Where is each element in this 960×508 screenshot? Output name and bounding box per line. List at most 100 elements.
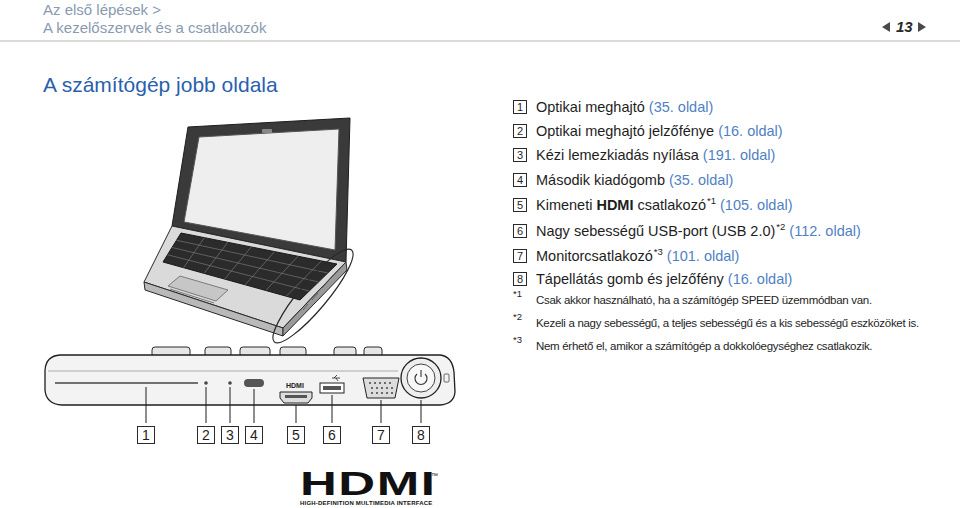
laptop-drawing-part-part: [286, 261, 321, 296]
side-view-part-part: [336, 378, 338, 381]
side-view-part: [244, 379, 264, 387]
side-view-part: [204, 381, 208, 385]
side-view-part-part: [391, 392, 393, 394]
callout-box: 2: [513, 124, 527, 138]
callout-number: 4: [517, 175, 523, 186]
footnote-text: Nem érhető el, amikor a számítógép a dok…: [536, 338, 872, 354]
callout-number: 6: [517, 226, 523, 237]
side-view-part: [332, 375, 340, 381]
laptop-drawing-part: [262, 129, 272, 133]
side-view-part: [363, 378, 399, 398]
callout-box: 3: [513, 148, 527, 162]
laptop-drawing-part-part: [322, 279, 330, 288]
leader-line-part: [296, 405, 297, 423]
page-title: A számítógép jobb oldala: [43, 72, 278, 98]
side-view-part-part: [391, 387, 393, 389]
page-arrow-part: [918, 22, 926, 32]
callout-box: 3: [221, 426, 239, 444]
laptop-drawing-part-part: [184, 238, 205, 268]
callout-number: 8: [417, 428, 425, 442]
page-reference: (16. oldal): [718, 123, 782, 139]
item-text: Optikai meghajtó: [536, 99, 645, 115]
list-line: Nagy sebességű USB-port (USB 2.0)*2(112.…: [536, 222, 861, 240]
callout-number: 4: [250, 428, 258, 442]
page-reference: (112. oldal): [789, 223, 860, 239]
leader-line-part: [421, 400, 422, 423]
leader-line-part: [381, 400, 382, 423]
breadcrumb: Az első lépések >: [43, 1, 161, 19]
side-view-part: [407, 364, 435, 392]
callout-box: 5: [513, 198, 527, 212]
side-view-part: [55, 382, 198, 383]
footnote-mark: *3: [513, 334, 522, 346]
item-text: Monitorcsatlakozó: [536, 248, 653, 264]
side-view-part-part: [381, 387, 383, 389]
page-reference: (16. oldal): [728, 271, 792, 287]
side-view-part-part: [386, 387, 388, 389]
footnote-text: Kezeli a nagy sebességű, a teljes sebess…: [536, 315, 919, 331]
page-reference: (35. oldal): [649, 99, 713, 115]
side-view-part: [444, 374, 449, 382]
laptop-drawing-part-part: [225, 247, 252, 279]
page-arrow-part: [882, 22, 890, 32]
breadcrumb: A kezelőszervek és a csatlakozók: [43, 19, 266, 37]
side-view-part: [45, 355, 455, 405]
callout-number: 5: [517, 200, 523, 211]
page-reference: (101. oldal): [667, 248, 740, 264]
side-view-part: [280, 392, 312, 403]
leader-line: [146, 387, 421, 423]
callout-box: 6: [323, 426, 341, 444]
side-view-part: [228, 381, 232, 385]
footnote-mark: *3: [654, 246, 663, 257]
callout-box: 1: [137, 426, 155, 444]
leader-line-part: [146, 387, 147, 423]
item-text: Nagy sebességű USB-port (USB 2.0): [536, 223, 775, 239]
item-text: Optikai meghajtó jelzőfénye: [536, 123, 714, 139]
side-view-part: [420, 370, 421, 377]
callout-box: 8: [513, 272, 527, 286]
callout-number: 7: [517, 251, 523, 262]
callout-number: 3: [226, 428, 234, 442]
list-line: KimenetiHDMIcsatlakozó*1(105. oldal): [536, 196, 793, 214]
list-line: Kézi lemezkiadás nyílása(191. oldal): [536, 146, 775, 164]
side-view-part-part: [371, 387, 373, 389]
callout-number: 1: [142, 428, 150, 442]
leader-line-part: [332, 395, 333, 423]
side-view-part-part: [381, 392, 383, 394]
side-view-part-part: [376, 392, 378, 394]
side-view-part: [401, 358, 441, 398]
laptop-drawing-part: [184, 129, 339, 250]
callout-number: 5: [292, 428, 300, 442]
laptop-drawing-part-part: [312, 293, 318, 300]
leader-line-part: [206, 387, 207, 423]
side-view-part: [369, 382, 393, 394]
page-reference: (105. oldal): [720, 197, 793, 213]
item-text: Kézi lemezkiadás nyílása: [536, 147, 699, 163]
side-view-part-part: [386, 392, 388, 394]
side-view-part: [320, 383, 344, 393]
callout-number: 2: [517, 126, 523, 137]
side-view-part: [323, 386, 341, 390]
laptop-drawing-part: [303, 279, 330, 310]
callout-number: 8: [517, 274, 523, 285]
page-reference: (191. oldal): [703, 147, 776, 163]
side-view-part-part: [371, 392, 373, 394]
leader-line-part: [230, 387, 231, 423]
item-text: csatlakozó: [637, 197, 706, 213]
list-line: Optikai meghajtó jelzőfénye(16. oldal): [536, 122, 783, 140]
page-reference: (35. oldal): [669, 172, 733, 188]
callout-number: 7: [377, 428, 385, 442]
hdmi-logo-subtitle: HIGH-DEFINITION MULTIMEDIA INTERFACE: [300, 499, 433, 507]
side-view-part-part: [374, 382, 376, 384]
list-line: Tápellátás gomb és jelzőfény(16. oldal): [536, 270, 792, 288]
footnote-mark: *1: [513, 288, 522, 300]
callout-box: 6: [513, 224, 527, 238]
side-view-part-part: [376, 387, 378, 389]
item-text: HDMI: [596, 197, 633, 213]
list-line: Második kiadógomb(35. oldal): [536, 171, 733, 189]
callout-number: 1: [517, 102, 523, 113]
hdmi-logo: HDMI: [300, 466, 436, 500]
list-line: Optikai meghajtó(35. oldal): [536, 98, 713, 116]
side-view-part: [285, 395, 307, 398]
